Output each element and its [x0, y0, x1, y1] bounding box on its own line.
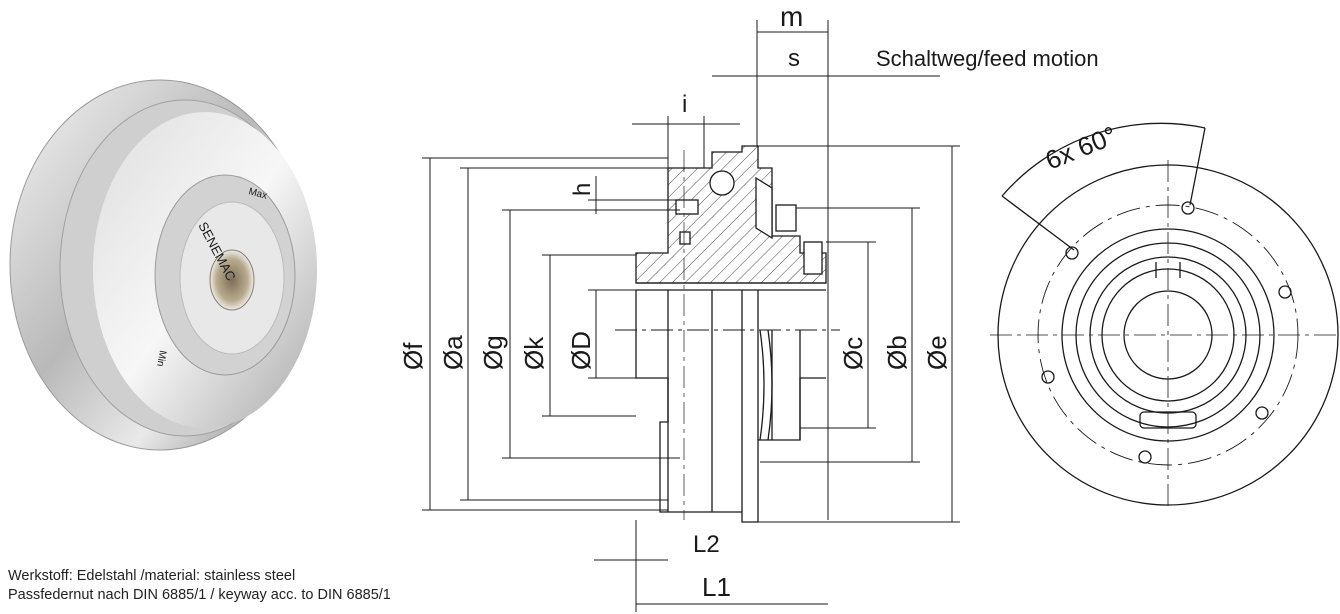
dim-s: s [788, 45, 800, 72]
dimension-lines [422, 20, 960, 612]
dim-f: Øf [398, 342, 428, 370]
dim-h: h [569, 183, 596, 196]
section-view [615, 145, 840, 523]
max-mark: Max [247, 186, 268, 202]
dim-a: Øa [438, 335, 468, 370]
dim-angle: 6x 60° [1041, 120, 1121, 176]
hub-lower-outline [635, 290, 826, 523]
dim-k: Øk [519, 336, 549, 370]
feed-motion-label: Schaltweg/feed motion [876, 46, 1099, 71]
hub-section-upper [635, 145, 827, 284]
product-image: SENEMAC Max Min [9, 79, 317, 451]
dimension-labels: m s Schaltweg/feed motion i h 6x 60° Øf … [398, 1, 1121, 602]
front-view [990, 122, 1340, 510]
min-mark: Min [154, 349, 168, 367]
dim-D: ØD [566, 331, 596, 370]
dim-c: Øc [838, 337, 868, 370]
ball [709, 170, 735, 196]
dim-g: Øg [478, 335, 508, 370]
dim-L1: L1 [702, 572, 731, 602]
dim-i: i [682, 91, 687, 118]
dim-b: Øb [882, 335, 912, 370]
material-note: Werkstoff: Edelstahl /material: stainles… [8, 568, 296, 584]
dim-e: Øe [922, 335, 952, 370]
keyway-note: Passfedernut nach DIN 6885/1 / keyway ac… [8, 587, 391, 603]
dim-L2: L2 [693, 531, 720, 558]
dim-m: m [780, 1, 803, 32]
